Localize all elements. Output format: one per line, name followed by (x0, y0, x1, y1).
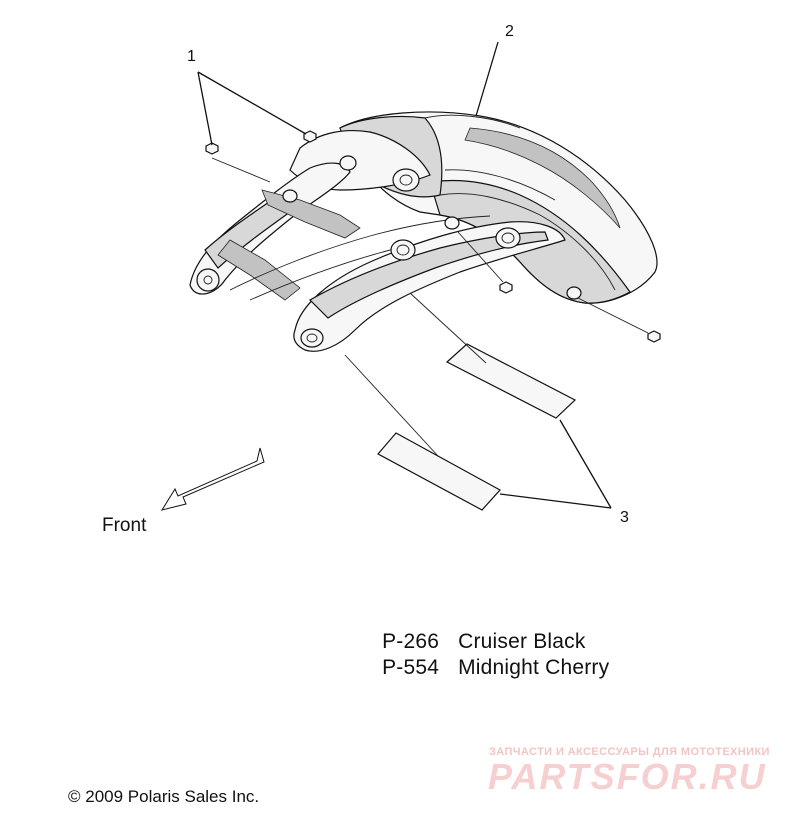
fender-body (189, 111, 658, 352)
decal-strips (344, 292, 577, 511)
callout-1: 1 (187, 48, 196, 65)
paint-name: Cruiser Black (458, 630, 586, 653)
paint-code: P-554 (382, 656, 440, 679)
leader-lines (197, 41, 612, 509)
watermark-logo: PARTSFOR.RU (488, 756, 767, 797)
paint-code-row: P-554 Midnight Cherry (370, 632, 609, 680)
copyright-notice: © 2009 Polaris Sales Inc. (68, 787, 260, 806)
callout-3: 3 (620, 509, 629, 526)
paint-name: Midnight Cherry (458, 656, 610, 679)
callout-2: 2 (505, 23, 514, 40)
paint-code: P-266 (382, 630, 440, 653)
watermark-subtitle: ЗАПЧАСТИ И АКСЕССУАРЫ ДЛЯ МОТОТЕХНИКИ (489, 746, 770, 758)
front-direction-arrow-icon (160, 447, 265, 511)
front-label: Front (102, 515, 147, 536)
paint-code-row: P-266 Cruiser Black (370, 606, 586, 654)
